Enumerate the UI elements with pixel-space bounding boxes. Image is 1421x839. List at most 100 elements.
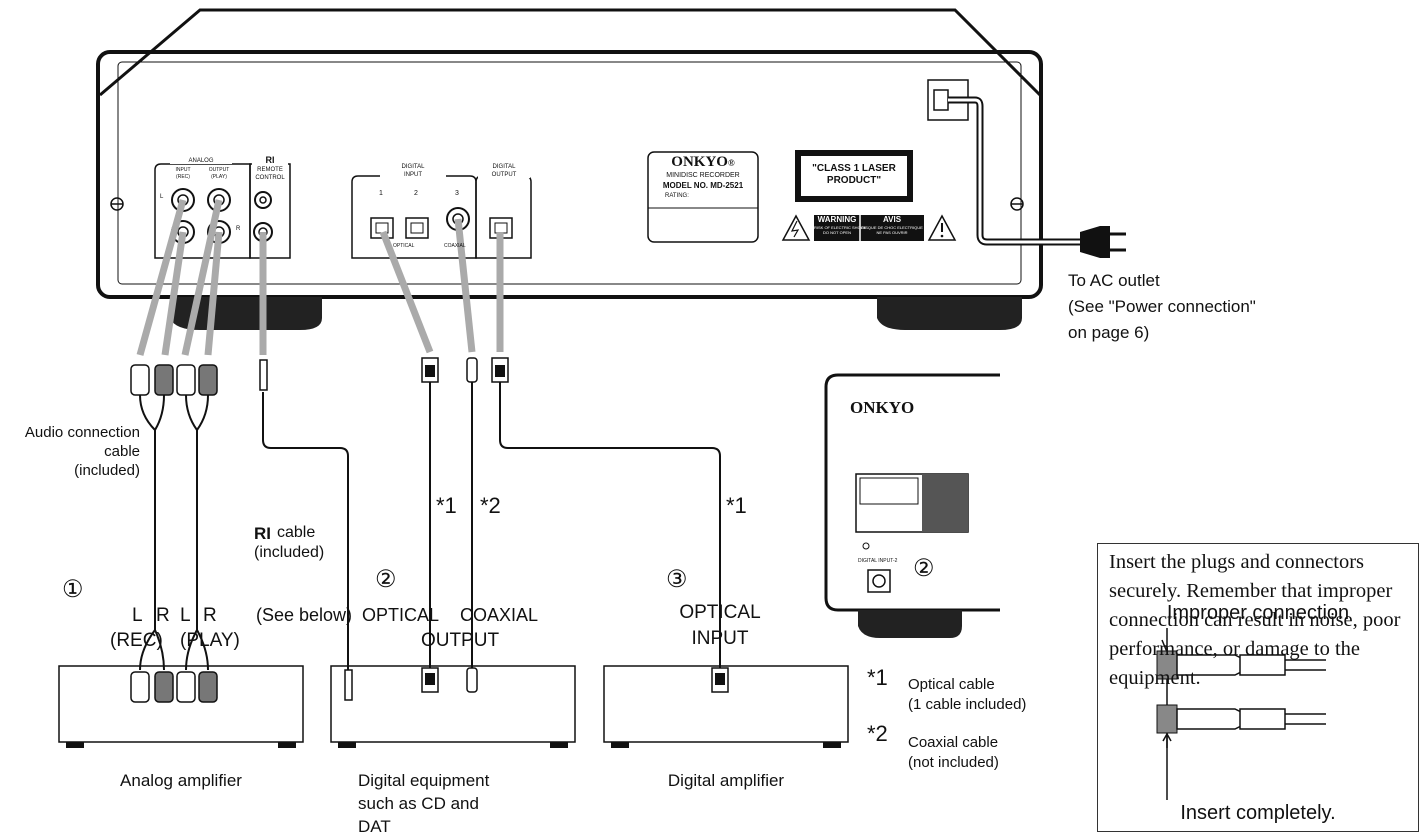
digital-equipment-line-1: Digital equipment xyxy=(358,771,490,790)
ac-outlet-line-2: (See "Power connection" xyxy=(1068,297,1256,316)
ac-outlet-line-3: on page 6) xyxy=(1068,323,1150,342)
ri-cable-sub: (included) xyxy=(254,544,325,561)
audio-cable-line-2: cable xyxy=(104,443,140,460)
device-inner-frame xyxy=(117,61,1022,285)
connection-arrows xyxy=(136,199,504,356)
output-sub-label: (PLAY) xyxy=(211,174,227,180)
digital-equipment-box xyxy=(330,665,576,748)
rec-label: (REC) xyxy=(110,630,163,651)
port-r-1: R xyxy=(156,605,170,626)
avis-title: AVIS xyxy=(882,215,902,224)
output-group-label: OUTPUT xyxy=(420,630,500,651)
rating-label: RATING: xyxy=(665,193,689,199)
model-line-2: MODEL NO. MD-2521 xyxy=(662,181,744,190)
legend-star-2-sub: (not included) xyxy=(908,754,999,771)
digital-input-line-2: INPUT xyxy=(380,172,446,178)
avis-sub-1: RISQUE DE CHOC ELECTRIQUE xyxy=(861,225,923,230)
note-box xyxy=(1097,543,1419,832)
digital-amplifier-label: Digital amplifier xyxy=(667,771,785,790)
ri-cable xyxy=(259,359,353,701)
device-back-panel xyxy=(96,50,1043,299)
port-r-2: R xyxy=(203,605,217,626)
note-text: Insert the plugs and connectors securely… xyxy=(1109,551,1401,689)
analog-panel-frame xyxy=(154,163,251,259)
coaxial-cable-star: *2 xyxy=(480,493,501,518)
ac-outlet-line-1: To AC outlet xyxy=(1068,271,1160,290)
model-line-1: MINIDISC RECORDER xyxy=(666,172,740,179)
digital-input-line-1: DIGITAL xyxy=(401,164,425,170)
audio-cable-line-1: Audio connection xyxy=(24,424,140,441)
optical-port-label: OPTICAL xyxy=(393,243,415,249)
ac-plug-icon xyxy=(1080,226,1126,258)
front-panel-circle-2: ② xyxy=(913,555,935,582)
remote-line-1: REMOTE xyxy=(257,167,283,173)
legend-star-2: *2 xyxy=(867,721,888,746)
port-l-2: L xyxy=(180,605,191,626)
digital-amplifier-box xyxy=(603,665,849,748)
circle-3-label: ③ xyxy=(666,566,688,593)
caution-triangle-icon xyxy=(927,214,957,241)
model-label-box xyxy=(647,151,759,243)
remote-icon-label: RI xyxy=(252,155,288,165)
optical-input-label: OPTICAL xyxy=(679,602,761,623)
port-1-label: 1 xyxy=(379,190,383,197)
input-group-label: INPUT xyxy=(691,628,749,649)
optical-output-label: OPTICAL xyxy=(362,605,440,625)
circle-1-label: ① xyxy=(62,576,84,603)
coaxial-cable xyxy=(466,357,478,693)
coaxial-port-label: COAXIAL xyxy=(444,243,466,249)
improper-connection-label: Improper connection xyxy=(1166,602,1350,624)
warning-triangle-icon xyxy=(781,214,811,241)
audio-cable-line-3: (included) xyxy=(74,462,140,479)
ch-r-label: R xyxy=(236,226,241,232)
analog-amplifier-box xyxy=(58,665,304,748)
warning-title: WARNING xyxy=(817,215,857,224)
device-foot-right xyxy=(877,297,1022,330)
improper-plug-illustration xyxy=(1156,628,1326,800)
power-cord xyxy=(948,96,1080,246)
digital-output-line-1: DIGITAL xyxy=(492,164,516,170)
warning-sub-1: RISK OF ELECTRIC SHOCK xyxy=(814,225,867,230)
legend-star-1-text: Optical cable xyxy=(908,676,995,693)
screw-right-icon xyxy=(1010,197,1024,211)
port-l-1: L xyxy=(132,605,143,626)
remote-panel-frame xyxy=(249,163,291,259)
warning-avis-banner xyxy=(814,215,924,241)
input-label: INPUT xyxy=(175,167,191,173)
optical-cable-2 xyxy=(491,357,729,693)
optical-cable-star: *1 xyxy=(436,493,457,518)
input-sub-label: (REC) xyxy=(176,174,190,180)
analog-amplifier-label: Analog amplifier xyxy=(120,771,242,790)
laser-label: "CLASS 1 LASER PRODUCT" xyxy=(812,163,896,186)
insert-completely-label: Insert completely. xyxy=(1180,802,1336,824)
see-below-label: (See below) xyxy=(256,605,353,625)
output-label: OUTPUT xyxy=(208,167,230,173)
port-3-label: 3 xyxy=(455,190,459,197)
front-panel xyxy=(824,373,1000,638)
legend-star-1-sub: (1 cable included) xyxy=(908,696,1027,713)
coaxial-output-label: COAXIAL xyxy=(460,605,539,625)
screw-left-icon xyxy=(110,197,124,211)
remote-line-2: CONTROL xyxy=(255,175,285,181)
front-panel-brand: ONKYO xyxy=(850,398,915,417)
ch-l-label: L xyxy=(160,194,164,200)
front-panel-port-label: DIGITAL INPUT-2 xyxy=(858,558,898,564)
optical-cable-2-star: *1 xyxy=(726,493,747,518)
digital-equipment-line-2: such as CD and xyxy=(358,794,479,813)
ri-cable-label: cable xyxy=(277,524,316,541)
digital-equipment-line-3: DAT xyxy=(358,817,391,836)
circle-2-label: ② xyxy=(375,566,397,593)
legend-star-2-text: Coaxial cable xyxy=(908,734,999,751)
play-label: (PLAY) xyxy=(180,630,240,651)
analog-label: ANALOG xyxy=(170,158,232,164)
avis-sub-2: NE PAS OUVRIR xyxy=(876,230,908,235)
ri-cable-icon: RI xyxy=(254,524,271,543)
audio-rca-plugs xyxy=(130,364,218,703)
digital-output-line-2: OUTPUT xyxy=(478,172,530,178)
warning-sub-2: DO NOT OPEN xyxy=(823,230,851,235)
optical-cable-1 xyxy=(421,357,439,693)
optical-port-2-icon xyxy=(405,217,429,239)
port-2-label: 2 xyxy=(414,190,418,197)
device-brand: ONKYO® xyxy=(671,154,735,170)
